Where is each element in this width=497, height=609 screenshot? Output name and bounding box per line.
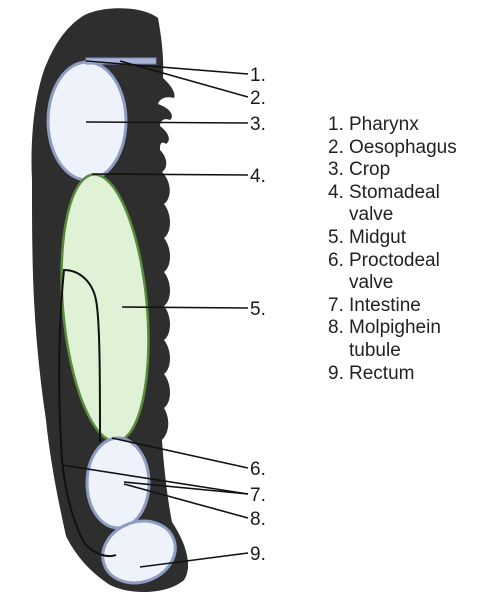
legend-number: 8.	[328, 317, 349, 362]
legend-label-oesophagus: Oesophagus	[349, 137, 497, 160]
legend-item: 5.Midgut	[328, 227, 497, 250]
legend-item: 3.Crop	[328, 159, 497, 182]
leader-line-3	[86, 122, 248, 123]
legend-number: 6.	[328, 250, 349, 295]
callout-4: 4.	[250, 166, 266, 187]
legend-label-pharynx: Pharynx	[349, 114, 497, 137]
crop-chamber	[48, 62, 126, 180]
callout-9: 9.	[250, 544, 266, 565]
legend-number: 3.	[328, 159, 349, 182]
callout-1: 1.	[250, 65, 266, 86]
legend-number: 1.	[328, 114, 349, 137]
legend-label-molpighein-tubule: Molpighein tubule	[349, 317, 489, 362]
legend-label-stomadeal-valve: Stomadeal valve	[349, 182, 479, 227]
callout-5: 5.	[250, 299, 266, 320]
legend-item: 4.Stomadeal valve	[328, 182, 497, 227]
legend-item: 8.Molpighein tubule	[328, 317, 497, 362]
legend-label-proctodeal-valve: Proctodeal valve	[349, 250, 479, 295]
legend-item: 2.Oesophagus	[328, 137, 497, 160]
legend-label-intestine: Intestine	[349, 295, 497, 318]
callout-7: 7.	[250, 485, 266, 506]
callout-3: 3.	[250, 114, 266, 135]
legend-list: 1.Pharynx 2.Oesophagus 3.Crop 4.Stomadea…	[328, 114, 497, 385]
legend-number: 4.	[328, 182, 349, 227]
legend-item: 1.Pharynx	[328, 114, 497, 137]
legend-label-crop: Crop	[349, 159, 497, 182]
callout-6: 6.	[250, 459, 266, 480]
callout-2: 2.	[250, 88, 266, 109]
legend-number: 7.	[328, 295, 349, 318]
legend-label-midgut: Midgut	[349, 227, 497, 250]
legend-label-rectum: Rectum	[349, 363, 497, 386]
legend-number: 9.	[328, 363, 349, 386]
legend-number: 2.	[328, 137, 349, 160]
leader-line-5	[122, 307, 248, 308]
legend-item: 7.Intestine	[328, 295, 497, 318]
legend-item: 9.Rectum	[328, 363, 497, 386]
callout-8: 8.	[250, 509, 266, 530]
leader-line-4	[92, 174, 248, 175]
legend-number: 5.	[328, 227, 349, 250]
legend-item: 6.Proctodeal valve	[328, 250, 497, 295]
